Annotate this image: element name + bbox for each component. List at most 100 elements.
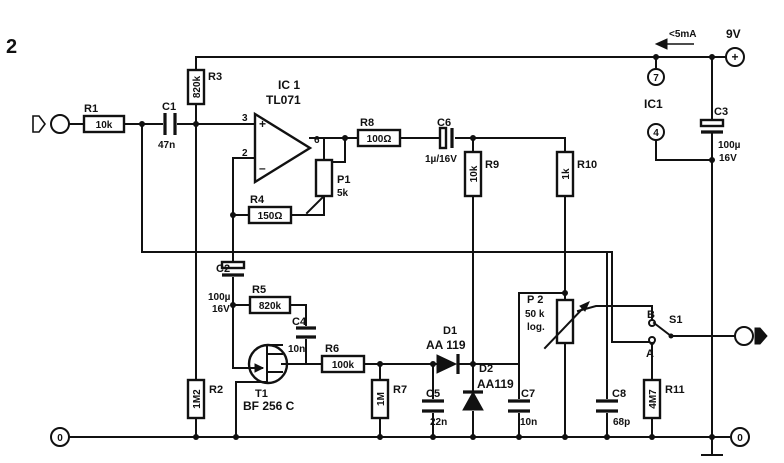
c8-capacitor: C8 68p: [596, 388, 630, 428]
r5-resistor: 820k R5: [248, 284, 292, 315]
ic1-pin7: 7: [653, 73, 659, 84]
c3-ref: C3: [714, 106, 728, 118]
r7-value: 1M: [376, 392, 387, 406]
c2-value: 100µ: [208, 292, 231, 303]
wiring: [68, 56, 736, 456]
ic1-pin3: 3: [242, 113, 248, 124]
c2-voltage: 16V: [212, 304, 230, 315]
r11-resistor: 4M7 R11: [642, 378, 685, 420]
c5-capacitor: C5 22n: [422, 388, 447, 428]
r2-value: 1M2: [192, 389, 203, 409]
d1-ref: D1: [443, 325, 457, 337]
r9-resistor: 10k R9: [463, 150, 499, 198]
r7-resistor: 1M R7: [370, 378, 407, 420]
c8-ref: C8: [612, 388, 626, 400]
p1-value: 5k: [337, 188, 349, 199]
ic1-pin4: 4: [653, 128, 659, 139]
t1-ref: T1: [255, 388, 268, 400]
s1-pos-a: A: [646, 348, 654, 360]
c6-value: 1µ/16V: [425, 154, 457, 165]
r8-resistor: 100Ω R8: [356, 117, 402, 148]
t1-gate-arrow-icon: [254, 363, 265, 373]
r10-value: 1k: [561, 168, 572, 180]
ic1-pin2: 2: [242, 148, 248, 159]
c1-ref: C1: [162, 101, 176, 113]
figure-number: 2: [6, 36, 17, 58]
r5-value: 820k: [259, 301, 282, 312]
opamp-plus-sign: +: [259, 117, 266, 131]
ic1-type: TL071: [266, 93, 301, 107]
r6-ref: R6: [325, 343, 339, 355]
c7-capacitor: C7 10n: [508, 388, 537, 428]
p2-ref: P 2: [527, 294, 543, 306]
opamp-minus-sign: –: [259, 161, 266, 175]
r3-resistor: 820k R3: [186, 68, 222, 106]
output-jack: [734, 326, 768, 346]
c1-capacitor: C1 47n: [158, 101, 177, 151]
current-arrow-icon: [654, 38, 668, 50]
c4-capacitor: C4 10n: [288, 316, 316, 355]
r2-resistor: 1M2 R2: [186, 378, 223, 420]
c1-value: 47n: [158, 140, 175, 151]
supply-voltage: 9V: [726, 27, 741, 41]
input-arrow-icon: [32, 115, 46, 133]
r5-ref: R5: [252, 284, 266, 296]
supply-current: <5mA: [669, 29, 697, 40]
c5-ref: C5: [426, 388, 440, 400]
r6-resistor: 100k R6: [320, 343, 366, 374]
supply-plus-sign: +: [731, 50, 738, 64]
p1-ref: P1: [337, 174, 350, 186]
c2-ref: C2: [216, 263, 230, 275]
r2-ref: R2: [209, 384, 223, 396]
ic1-name: IC 1: [278, 78, 300, 92]
d2-value: AA119: [477, 377, 514, 391]
ic1-opamp: + – 3 2 6 IC 1 TL071: [242, 78, 320, 185]
ground-symbol-right: 0: [737, 433, 743, 444]
p2-adjust-arrow-icon: [579, 301, 590, 312]
output-terminal: [734, 326, 754, 346]
r4-value: 150Ω: [258, 211, 283, 222]
c3-value: 100µ: [718, 140, 741, 151]
r10-ref: R10: [577, 159, 597, 171]
r8-ref: R8: [360, 117, 374, 129]
d1-value: AA 119: [426, 338, 466, 352]
r6-value: 100k: [332, 360, 355, 371]
c5-value: 22n: [430, 417, 447, 428]
r11-ref: R11: [665, 384, 685, 396]
r1-resistor: 10k R1: [82, 103, 126, 134]
p2-taper: log.: [527, 322, 545, 333]
c2-capacitor: C2 100µ 16V: [208, 260, 246, 315]
d1-diode: D1 AA 119: [426, 325, 467, 374]
p1-trimmer: P1 5k: [314, 158, 350, 199]
c3-capacitor: C3 100µ 16V: [699, 106, 741, 164]
input-jack: [32, 114, 70, 134]
c4-ref: C4: [292, 316, 307, 328]
s1-pos-b: B: [647, 309, 655, 321]
p2-value: 50 k: [525, 309, 545, 320]
c7-value: 10n: [520, 417, 537, 428]
c7-ref: C7: [521, 388, 535, 400]
ic1-pin6: 6: [314, 135, 320, 146]
supply-terminal: + 9V: [725, 27, 745, 67]
ground-symbol-left: 0: [57, 433, 63, 444]
input-terminal: [50, 114, 70, 134]
r1-ref: R1: [84, 103, 98, 115]
s1-switch: B A S1: [646, 309, 682, 360]
output-arrow-icon: [754, 327, 768, 345]
c6-ref: C6: [437, 117, 451, 129]
r4-ref: R4: [250, 194, 265, 206]
d2-diode: D2 AA119: [462, 363, 514, 411]
r11-value: 4M7: [648, 389, 659, 409]
ground-terminal-left: 0: [50, 427, 70, 447]
opamp-triangle: [253, 111, 313, 185]
c8-value: 68p: [613, 417, 630, 428]
t1-jfet: T1 BF 256 C: [243, 343, 295, 413]
ic1-supply-label: IC1: [644, 97, 663, 111]
d2-ref: D2: [479, 363, 493, 375]
ground-terminal-right: 0: [730, 427, 750, 447]
ic1-supply-pins: 7 4 IC1: [644, 68, 665, 141]
r3-ref: R3: [208, 71, 222, 83]
t1-value: BF 256 C: [243, 399, 295, 413]
s1-ref: S1: [669, 314, 682, 326]
junction-dots: [139, 54, 715, 440]
